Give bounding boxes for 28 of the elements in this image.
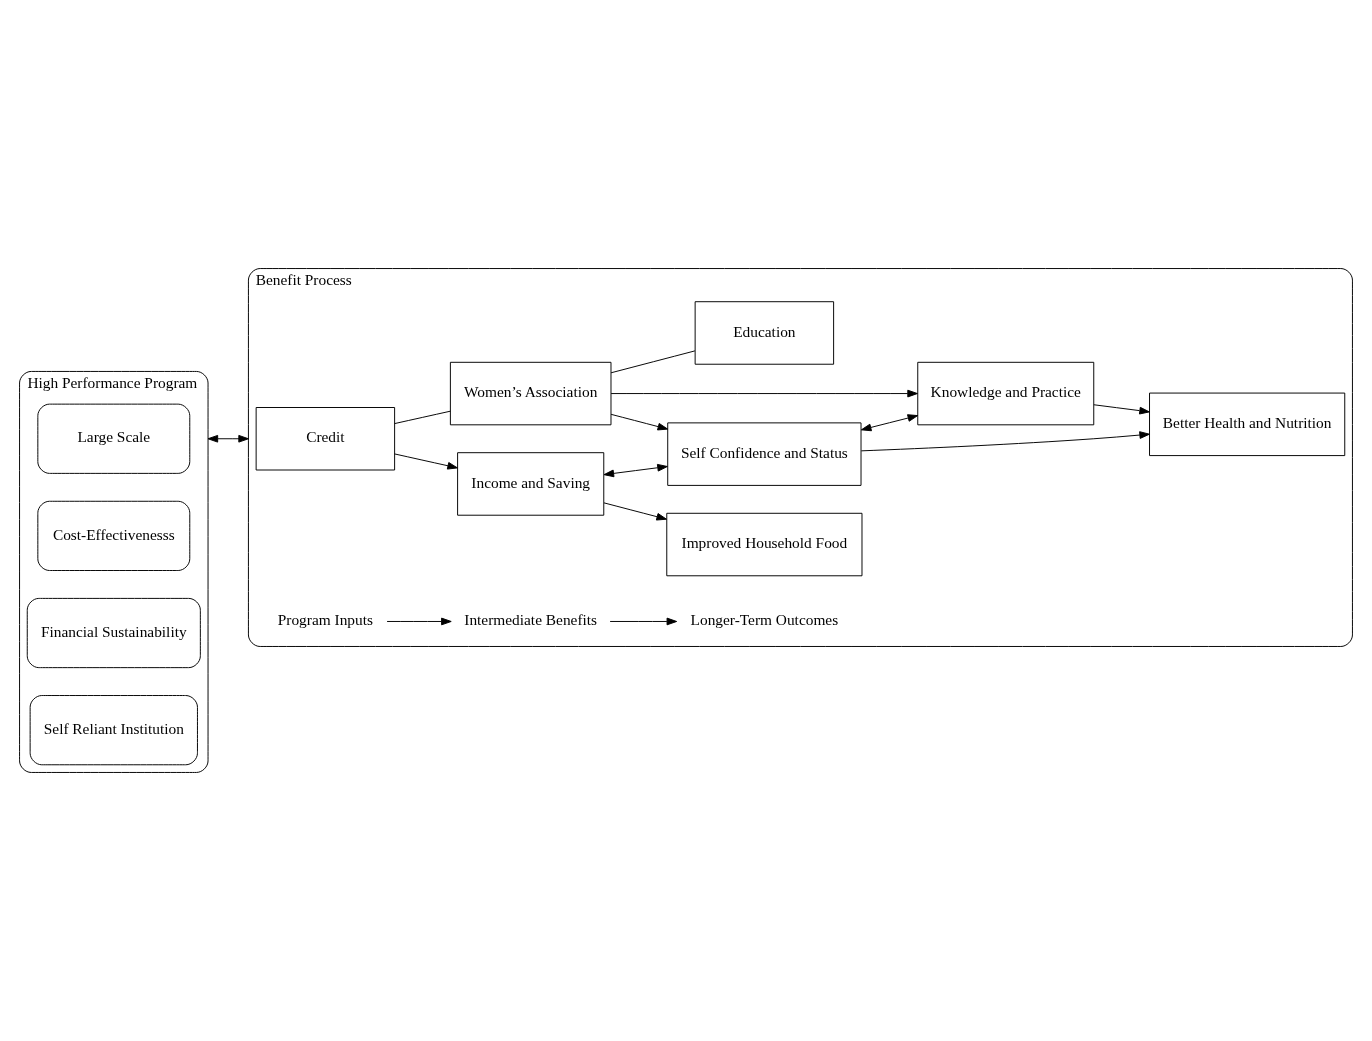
arrow xyxy=(610,389,918,398)
node-box: Large Scale xyxy=(37,403,191,474)
arrow xyxy=(394,453,458,470)
node-box: Income and Saving xyxy=(457,452,605,516)
node-box: Cost-Effectivenesss xyxy=(37,500,191,571)
node-box: Financial Sustainability xyxy=(26,597,201,669)
node-text: Program Inputs xyxy=(277,611,373,629)
connector xyxy=(610,350,696,374)
arrow xyxy=(610,413,669,431)
node-box: Improved Household Food xyxy=(666,512,863,577)
node-box: Credit xyxy=(255,407,396,471)
node-box: Education xyxy=(694,301,835,365)
arrow xyxy=(386,617,452,626)
node-box: Knowledge and Practice xyxy=(917,361,1095,426)
arrow xyxy=(1093,404,1150,415)
node-box: Better Health and Nutrition xyxy=(1149,392,1346,457)
node-box: Self Confidence and Status xyxy=(667,422,862,486)
arrow xyxy=(860,414,919,432)
arrow xyxy=(603,502,667,521)
arrow xyxy=(609,617,678,626)
node-text: Longer-Term Outcomes xyxy=(690,611,839,629)
node-box: Women’s Association xyxy=(449,361,612,426)
connector xyxy=(394,410,451,425)
arrow xyxy=(860,431,1150,452)
node-box: Self Reliant Institution xyxy=(29,695,198,766)
arrow xyxy=(207,434,249,443)
arrow xyxy=(603,463,668,478)
node-text: Intermediate Benefits xyxy=(464,611,598,629)
